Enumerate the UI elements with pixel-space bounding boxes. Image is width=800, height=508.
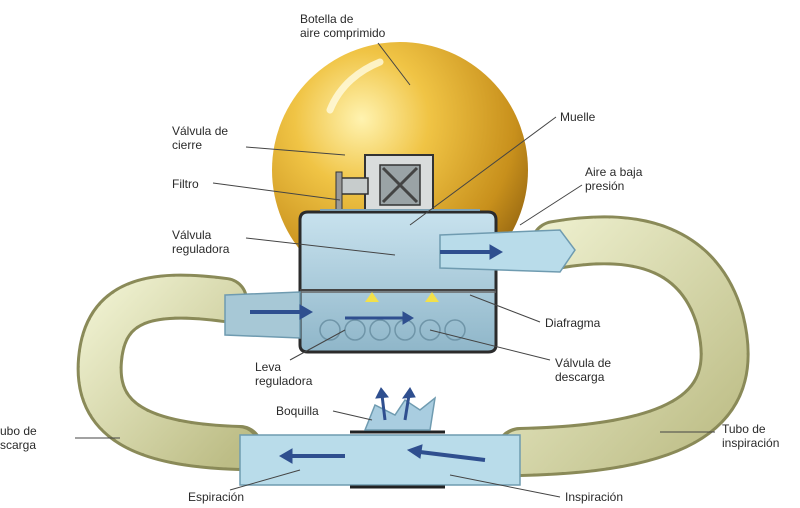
label-regulator-lever: Leva reguladora [255, 360, 312, 388]
label-low-pressure-air: Aire a baja presión [585, 165, 642, 193]
regulator-housing [300, 210, 496, 352]
label-bottle: Botella de aire comprimido [300, 12, 385, 40]
label-diaphragm: Diafragma [545, 316, 600, 330]
label-mouthpiece: Boquilla [276, 404, 319, 418]
label-inhalation-tube: Tubo de inspiración [722, 422, 779, 450]
label-regulator-valve: Válvula reguladora [172, 228, 229, 256]
label-shutoff-valve: Válvula de cierre [172, 124, 228, 152]
exhaust-duct [225, 292, 300, 338]
label-exhalation: Espiración [188, 490, 244, 504]
label-spring: Muelle [560, 110, 595, 124]
label-exhaust-valve: Válvula de descarga [555, 356, 611, 384]
label-inhalation: Inspiración [565, 490, 623, 504]
label-exhaust-tube: ubo de scarga [0, 424, 37, 452]
label-filter: Filtro [172, 177, 199, 191]
